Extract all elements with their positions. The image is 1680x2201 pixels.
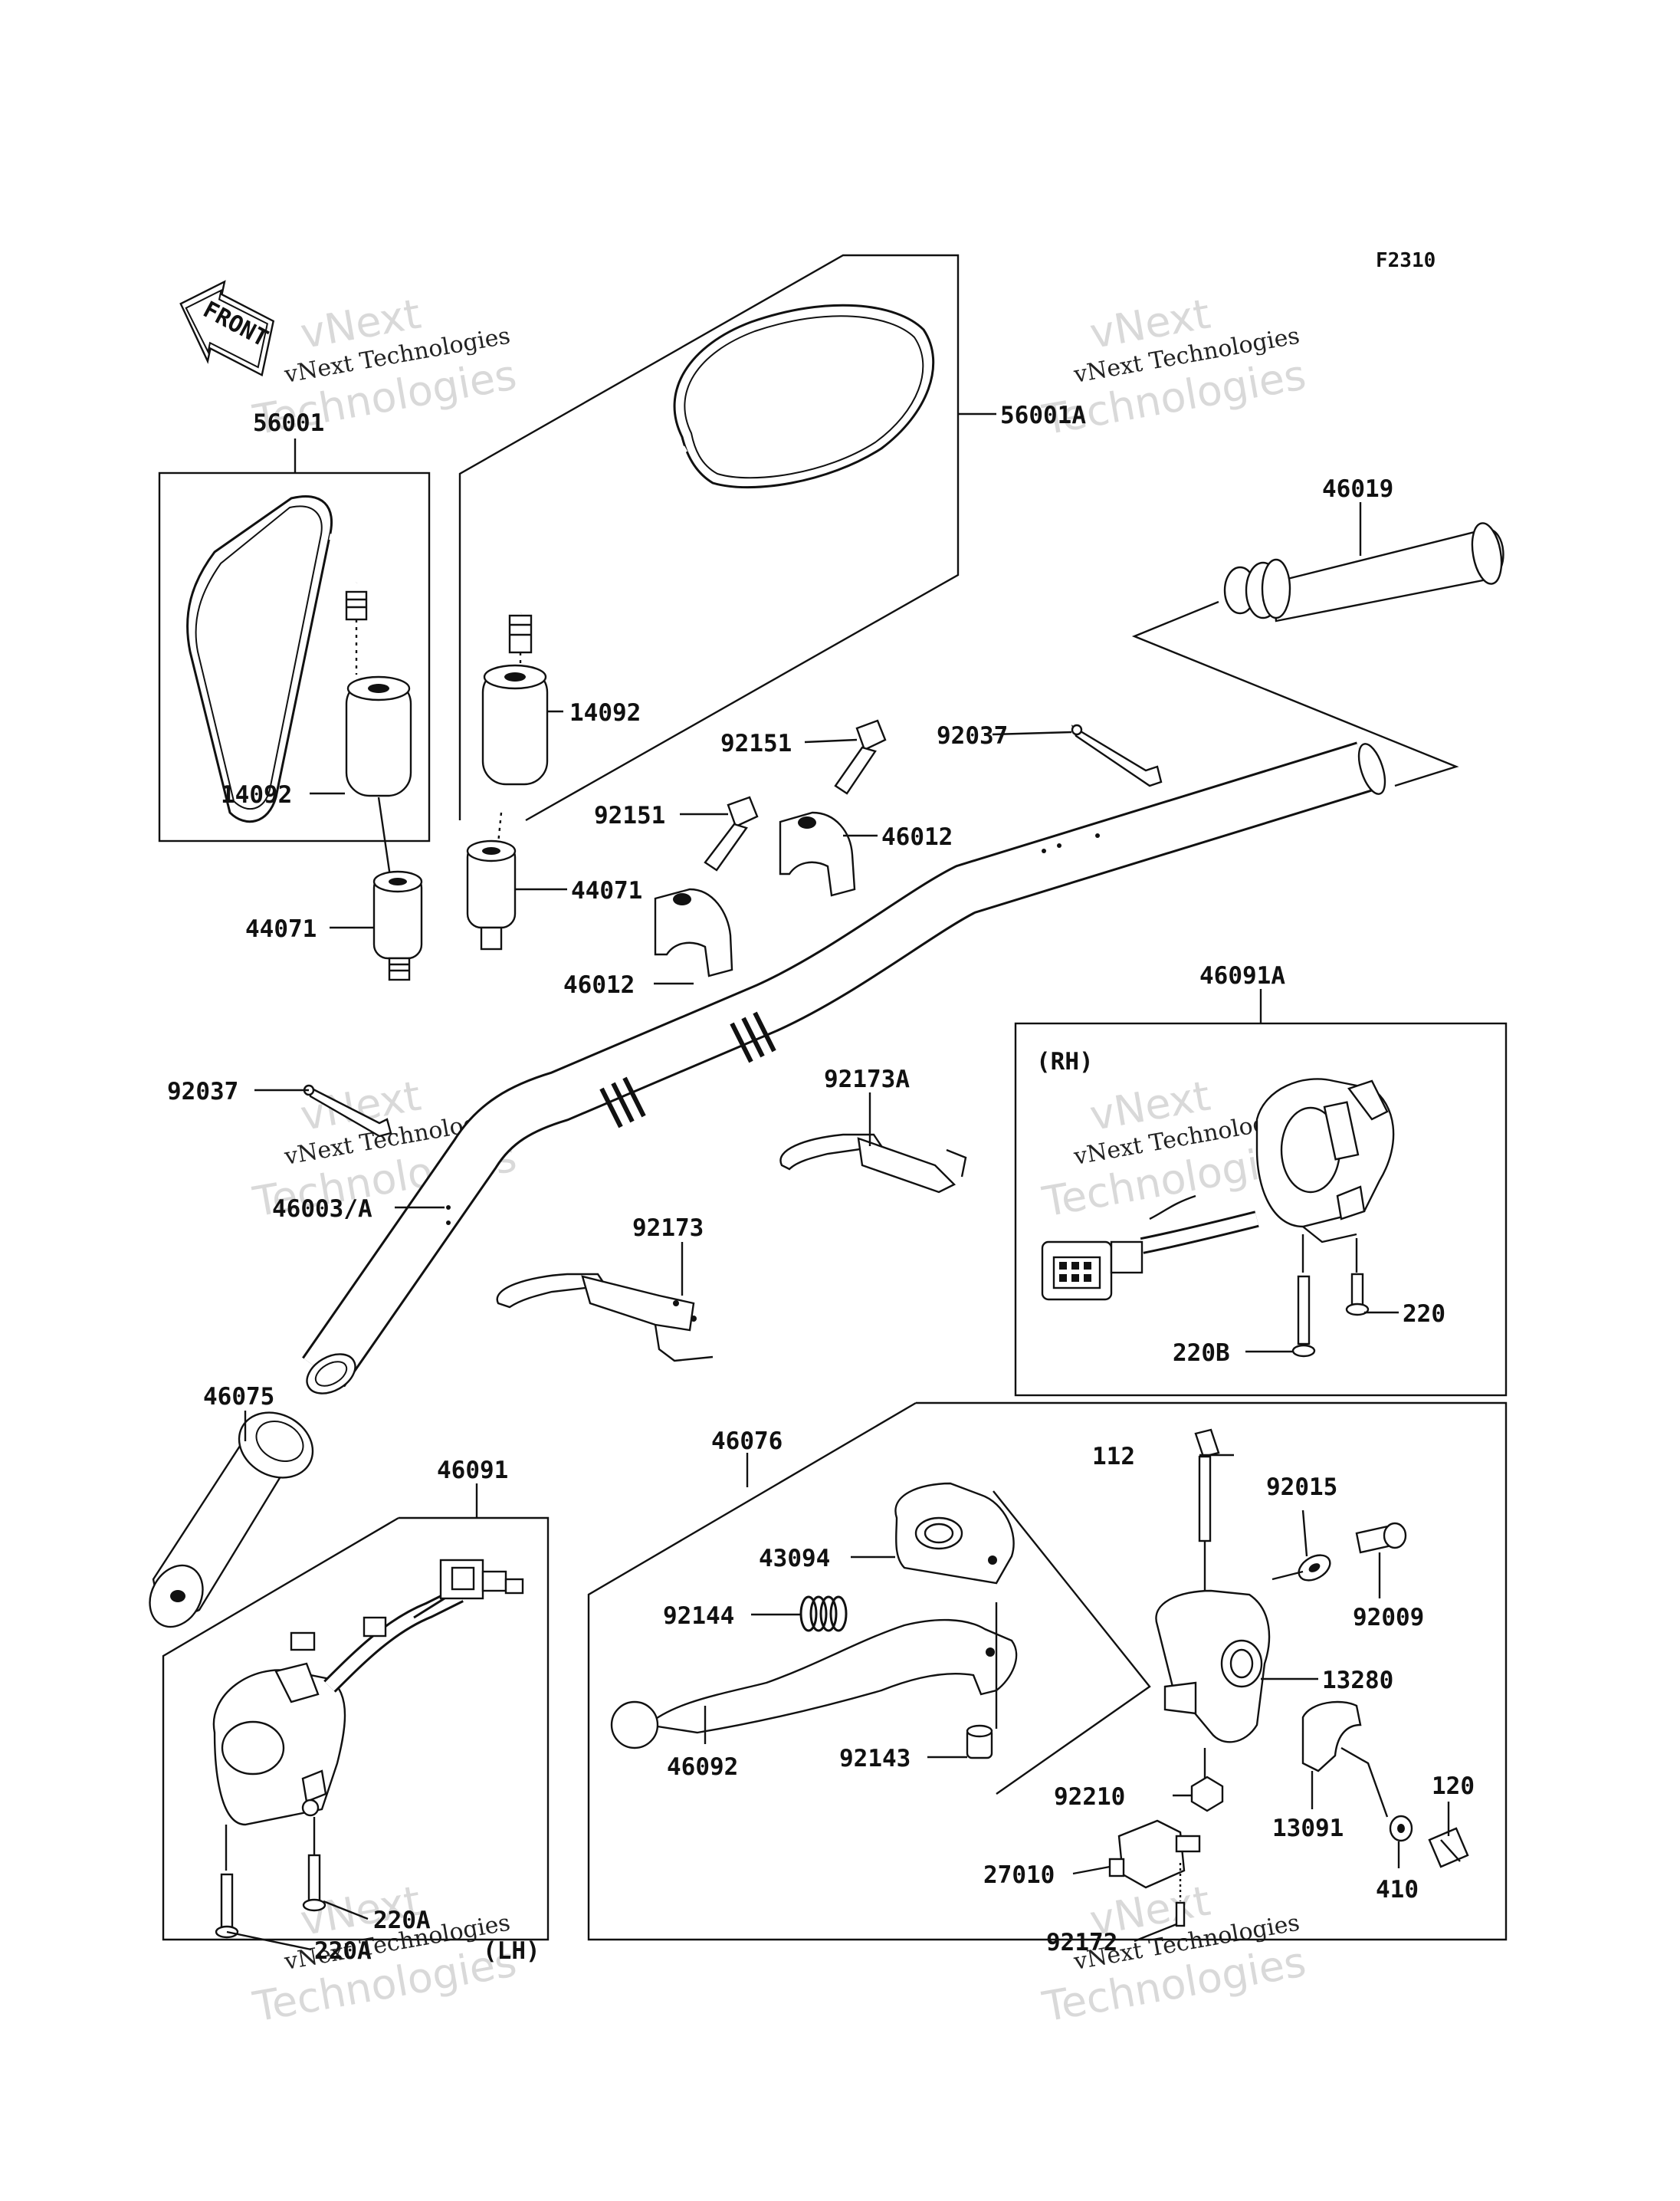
clamp-46012-top	[779, 811, 856, 897]
label-92151-mid: 92151	[594, 802, 665, 829]
label-43094: 43094	[759, 1545, 830, 1572]
mirror-right-box	[458, 254, 960, 844]
label-46091A: 46091A	[1199, 962, 1285, 990]
label-92037-top: 92037	[937, 722, 1008, 750]
label-92037-left: 92037	[167, 1078, 238, 1105]
grip-46075	[149, 1411, 314, 1628]
throttle-grip-46019	[1131, 522, 1504, 787]
label-46076: 46076	[711, 1427, 783, 1455]
label-44071-left: 44071	[245, 915, 317, 943]
label-46075: 46075	[203, 1383, 274, 1411]
label-46019: 46019	[1322, 475, 1393, 503]
label-92210: 92210	[1054, 1783, 1125, 1811]
label-46092: 46092	[667, 1753, 738, 1781]
label-46012-top: 46012	[881, 823, 953, 851]
mirror-left-box	[158, 439, 431, 882]
label-44071-right: 44071	[571, 877, 642, 905]
part-labels: 56001 56001A 14092 14092 44071 44071 460…	[167, 402, 1475, 1965]
label-92143: 92143	[839, 1745, 911, 1772]
label-92173: 92173	[632, 1214, 704, 1242]
bracket-92173	[496, 1273, 714, 1362]
label-lh: (LH)	[483, 1937, 540, 1965]
label-410: 410	[1376, 1876, 1419, 1904]
label-13091: 13091	[1272, 1815, 1344, 1842]
label-220A-lower: 220A	[314, 1937, 372, 1965]
label-56001: 56001	[253, 409, 324, 437]
label-rh: (RH)	[1036, 1048, 1094, 1076]
adapter-44071-left	[372, 870, 423, 981]
clip-92037-top	[1071, 724, 1163, 787]
label-92009: 92009	[1353, 1604, 1424, 1631]
leader-lines	[226, 502, 1450, 1951]
label-220B: 220B	[1173, 1339, 1230, 1367]
label-92144: 92144	[663, 1602, 734, 1630]
label-13280: 13280	[1322, 1667, 1393, 1694]
label-27010: 27010	[983, 1861, 1055, 1889]
watermarks: vNext Technologies vNext Technologies vN…	[249, 290, 1310, 2032]
bolt-92151-top	[834, 719, 887, 795]
label-120: 120	[1432, 1772, 1475, 1800]
bolt-92151-mid	[704, 796, 759, 872]
clamp-46012-bottom	[654, 888, 733, 977]
label-46091: 46091	[437, 1457, 508, 1484]
label-92173A: 92173A	[824, 1066, 910, 1093]
label-46012-bottom: 46012	[563, 971, 635, 999]
label-46003A: 46003/A	[272, 1195, 372, 1223]
label-112: 112	[1092, 1443, 1135, 1470]
label-92151-top: 92151	[720, 730, 792, 757]
lever-box-46076	[587, 1401, 1508, 1941]
handlebar	[302, 741, 1386, 1395]
figure-code: F2310	[1376, 249, 1436, 272]
switch-box-lh-46091	[162, 1483, 550, 1941]
label-14092-right: 14092	[569, 699, 641, 727]
label-92015: 92015	[1266, 1473, 1337, 1501]
bracket-92173A	[779, 1133, 967, 1194]
label-220A-upper: 220A	[373, 1907, 431, 1934]
label-92172: 92172	[1046, 1929, 1117, 1956]
front-arrow-icon: FRONT	[179, 280, 275, 377]
label-56001A: 56001A	[1000, 402, 1086, 429]
label-220: 220	[1403, 1300, 1445, 1328]
switch-box-rh-46091A	[1014, 989, 1508, 1397]
adapter-44071-right	[466, 839, 517, 951]
label-14092-left: 14092	[221, 781, 292, 809]
